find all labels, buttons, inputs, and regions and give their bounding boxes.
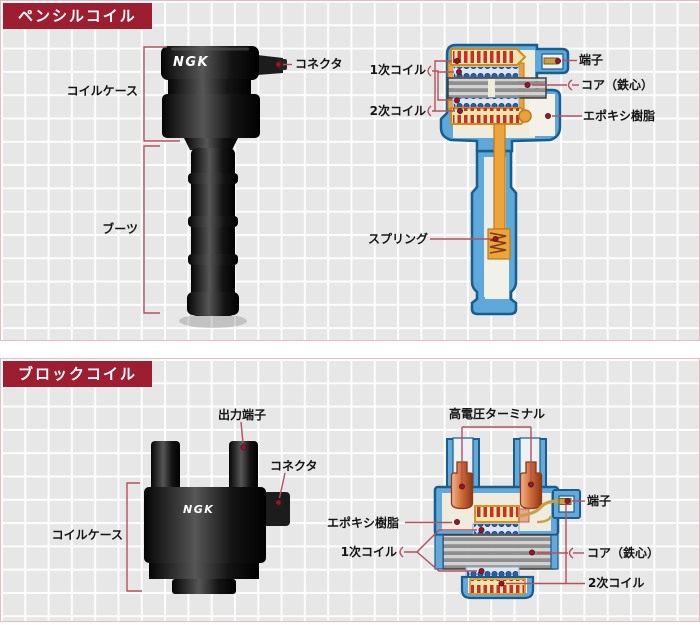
label-spring: スプリング xyxy=(367,232,428,246)
block-leader-dots xyxy=(240,444,571,587)
label-coil-case: コイルケース xyxy=(51,528,123,542)
pencil-coil-cutaway xyxy=(439,43,570,316)
block-coil-cutaway xyxy=(433,437,581,600)
label-boots: ブーツ xyxy=(102,222,138,236)
label-epoxy: エポキシ樹脂 xyxy=(327,516,400,530)
label-epoxy: エポキシ樹脂 xyxy=(583,109,656,123)
block-coil-figure xyxy=(126,421,585,600)
pencil-coil-photo xyxy=(161,46,287,328)
ngk-logo: NGK xyxy=(183,503,215,516)
label-core: コア（鉄心） xyxy=(587,546,660,560)
block-coil-panel: ブロックコイル xyxy=(0,358,700,622)
label-core: コア（鉄心） xyxy=(581,78,654,92)
label-secondary-coil: 2次コイル xyxy=(369,104,426,118)
label-hv-terminal: 高電圧ターミナル xyxy=(449,407,546,421)
label-primary-coil: 1次コイル xyxy=(369,63,426,77)
label-terminal: 端子 xyxy=(587,494,612,508)
pencil-leader-lines xyxy=(143,46,582,314)
label-connector: コネクタ xyxy=(295,57,343,71)
pencil-panel-title: ペンシルコイル xyxy=(3,3,152,29)
label-coil-case: コイルケース xyxy=(66,84,138,98)
label-output-terminal: 出力端子 xyxy=(218,408,267,422)
block-panel-title: ブロックコイル xyxy=(3,361,153,387)
pencil-coil-figure xyxy=(143,43,582,328)
pencil-leader-dots xyxy=(275,58,562,242)
label-connector: コネクタ xyxy=(270,459,318,473)
label-terminal: 端子 xyxy=(579,53,604,67)
block-leader-lines xyxy=(126,421,585,592)
ngk-logo: NGK xyxy=(173,55,210,70)
pencil-coil-panel: ペンシルコイル xyxy=(0,0,700,341)
label-secondary-coil: 2次コイル xyxy=(588,576,645,590)
block-coil-photo xyxy=(144,441,290,594)
label-primary-coil: 1次コイル xyxy=(340,545,397,559)
